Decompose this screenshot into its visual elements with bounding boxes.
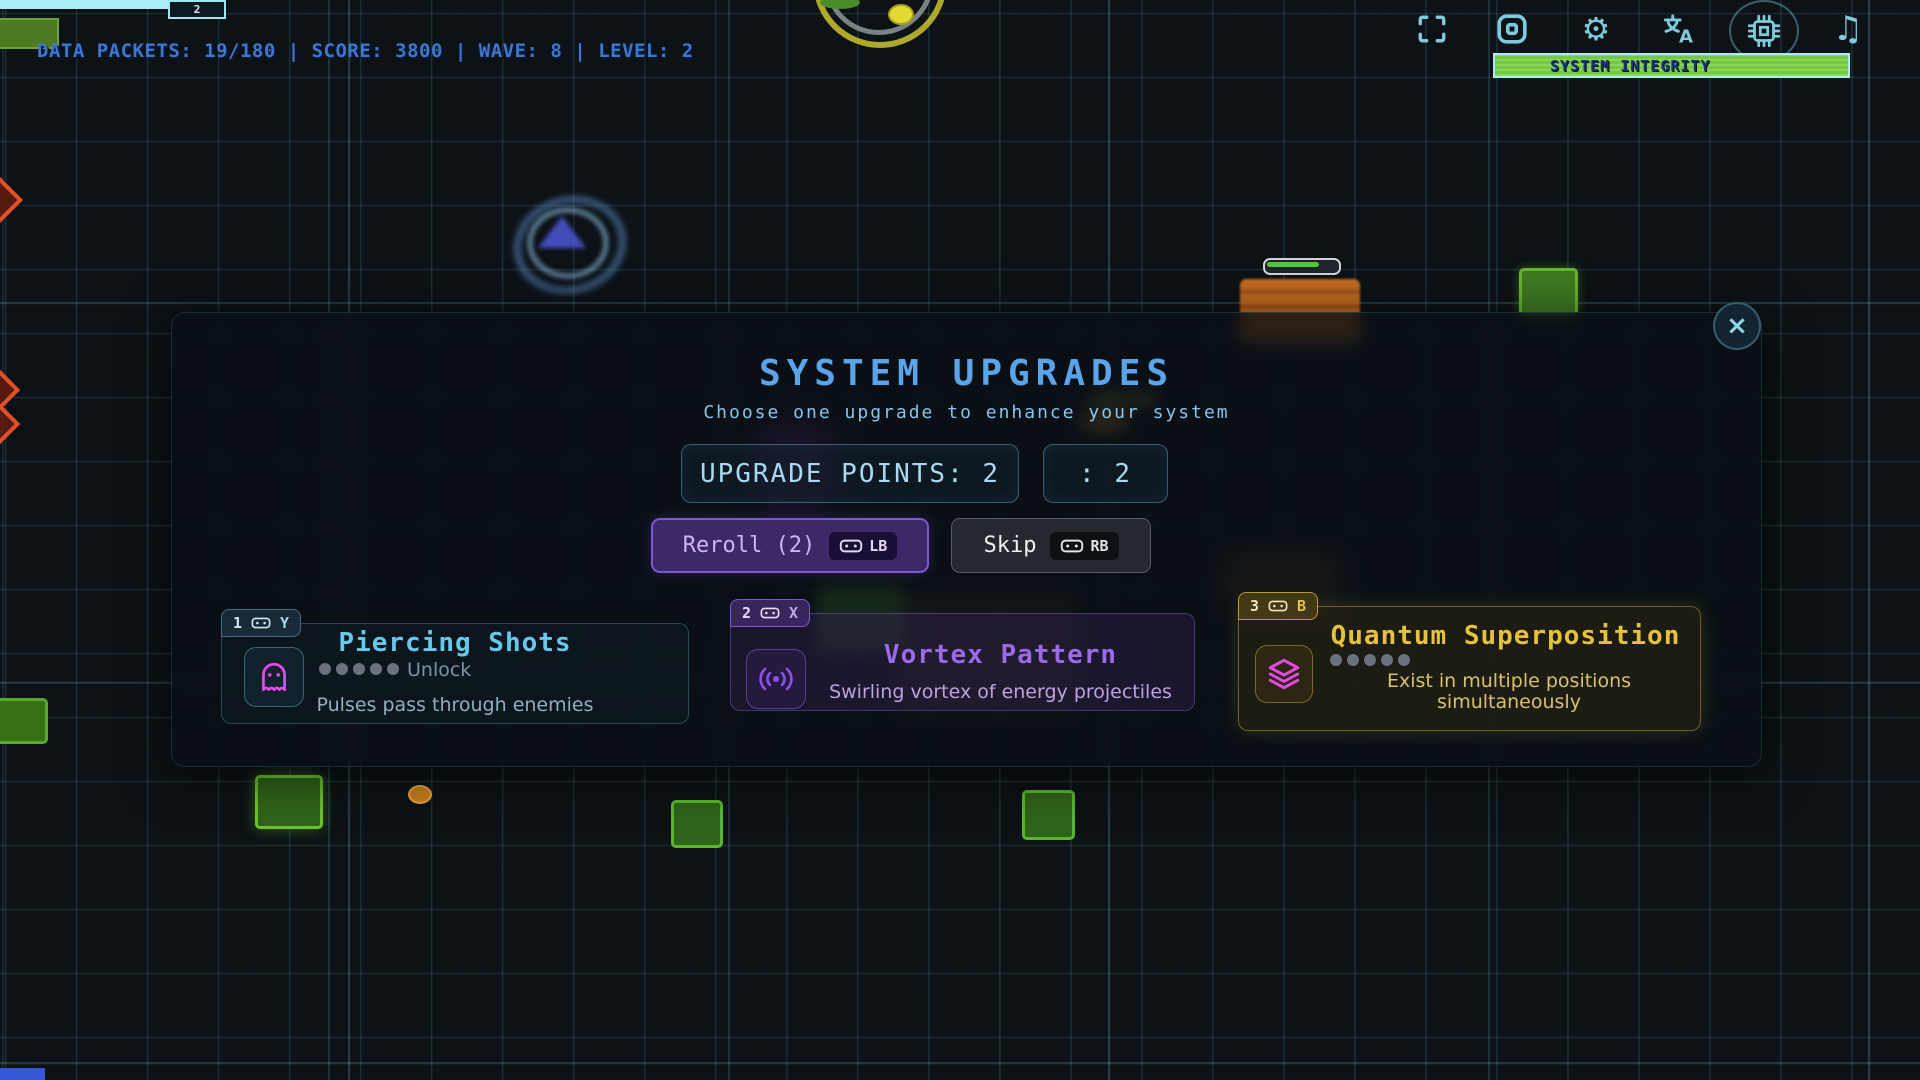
layers-icon xyxy=(1268,658,1300,690)
blue-enemy-triangle xyxy=(538,216,586,248)
close-button[interactable]: × xyxy=(1713,302,1761,350)
upgrade-points-box: UPGRADE POINTS: 2 xyxy=(681,444,1019,503)
card-icon-box xyxy=(1255,645,1313,703)
xp-progress-bar xyxy=(0,0,168,9)
hud-data-packets: DATA PACKETS: 19/180 xyxy=(37,40,276,62)
enemy-health-fill xyxy=(1267,262,1319,267)
upgrade-card-vortex-pattern[interactable]: 2 X Vortex Pattern Swirling vortex of en… xyxy=(730,599,1195,711)
broadcast-icon xyxy=(759,667,793,691)
music-icon[interactable]: ♫ xyxy=(1832,9,1864,49)
card-key-label: Y xyxy=(280,614,290,632)
red-diamond-enemy xyxy=(0,175,24,225)
card-slot-tag: 2 X xyxy=(730,599,811,627)
language-icon[interactable]: A xyxy=(1659,9,1699,49)
reroll-key-badge: LB xyxy=(829,531,898,560)
hud-stats: DATA PACKETS: 19/180 | SCORE: 3800 | WAV… xyxy=(37,40,694,62)
gamepad-icon xyxy=(251,617,271,629)
hud-wave: WAVE: 8 xyxy=(478,40,563,62)
card-key-label: X xyxy=(789,604,799,622)
card-status: Unlock xyxy=(407,659,472,681)
card-icon-box xyxy=(244,647,304,707)
gamepad-icon xyxy=(1268,600,1288,612)
green-block-topleft xyxy=(0,18,59,49)
system-integrity-bar: SYSTEM INTEGRITY xyxy=(1493,53,1850,78)
card-icon-box xyxy=(746,649,806,709)
svg-text:A: A xyxy=(1679,27,1693,46)
card-title: Vortex Pattern xyxy=(883,640,1118,670)
modal-subtitle: Choose one upgrade to enhance your syste… xyxy=(703,402,1230,423)
green-square-pickup xyxy=(1022,790,1075,840)
level-pips xyxy=(319,663,399,675)
red-diamond-enemy xyxy=(0,402,21,446)
red-diamond-enemy xyxy=(0,368,21,412)
gamepad-icon xyxy=(839,539,863,552)
orb-enemy-core xyxy=(820,0,860,9)
orb-enemy-dot xyxy=(888,4,914,25)
close-icon: × xyxy=(1726,311,1748,341)
card-title: Quantum Superposition xyxy=(1330,621,1681,651)
hud-score: SCORE: 3800 xyxy=(311,40,443,62)
card-key-label: B xyxy=(1297,597,1307,615)
orange-dot-pickup xyxy=(408,785,432,804)
level-pips xyxy=(1330,654,1410,666)
window-icon[interactable] xyxy=(1492,9,1532,49)
skip-button[interactable]: Skip RB xyxy=(951,518,1151,573)
skip-label: Skip xyxy=(983,533,1037,558)
blue-enemy-inner-ring xyxy=(527,207,609,279)
upgrade-card-quantum-superposition[interactable]: 3 B Quantum Superposition Exist in multi… xyxy=(1238,592,1701,731)
enemy-health-bar xyxy=(1263,258,1341,275)
card-slot-tag: 1 Y xyxy=(221,609,302,637)
points-alt-box: : 2 xyxy=(1043,444,1168,503)
modal-title: SYSTEM UPGRADES xyxy=(758,353,1175,394)
blue-block-corner xyxy=(0,1068,45,1080)
card-description: Pulses pass through enemies xyxy=(316,694,594,716)
reroll-label: Reroll (2) xyxy=(682,533,816,558)
player-level-badge: 2 xyxy=(168,0,226,19)
green-square-pickup xyxy=(671,800,723,848)
settings-gear-icon[interactable]: ⚙ xyxy=(1581,10,1611,48)
card-slot-tag: 3 B xyxy=(1238,592,1319,620)
system-integrity-label: SYSTEM INTEGRITY xyxy=(1550,56,1711,75)
card-description: Exist in multiple positions simultaneous… xyxy=(1386,670,1632,713)
system-upgrades-modal: × SYSTEM UPGRADES Choose one upgrade to … xyxy=(171,302,1762,767)
card-description: Swirling vortex of energy projectiles xyxy=(829,681,1172,703)
gamepad-icon xyxy=(1061,539,1084,552)
green-square-pickup xyxy=(255,775,323,829)
fullscreen-icon[interactable] xyxy=(1412,9,1452,49)
hud-level: LEVEL: 2 xyxy=(598,40,694,62)
ghost-icon xyxy=(262,662,286,692)
card-title: Piercing Shots xyxy=(338,628,572,658)
gamepad-icon xyxy=(760,607,780,619)
reroll-button[interactable]: Reroll (2) LB xyxy=(651,518,929,573)
skip-key-badge: RB xyxy=(1050,531,1119,560)
green-square-pickup xyxy=(0,698,48,744)
green-square-pickup xyxy=(1519,268,1578,316)
upgrade-card-piercing-shots[interactable]: 1 Y Piercing Shots Unlock Pulses pass th… xyxy=(221,609,689,724)
